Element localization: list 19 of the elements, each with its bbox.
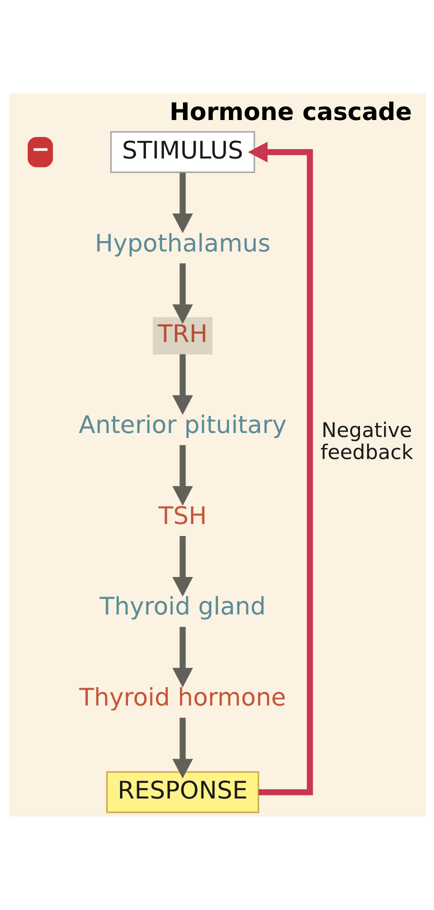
arrow	[247, 142, 312, 796]
arrow	[172, 354, 192, 415]
arrow	[172, 626, 192, 688]
diagram-title: Hormone cascade	[169, 98, 412, 126]
node-text: Thyroid hormone	[78, 684, 286, 712]
arrow	[172, 445, 192, 506]
node-box: RESPONSE	[106, 771, 259, 814]
node-text: Anterior pituitary	[78, 410, 286, 439]
node-text: TSH	[158, 502, 206, 530]
node-text: Hypothalamus	[94, 229, 270, 258]
arrow	[172, 263, 192, 324]
arrow	[172, 536, 192, 597]
node-box: TRH	[152, 317, 212, 355]
node-box: STIMULUS	[110, 131, 255, 174]
label: −	[30, 136, 50, 163]
arrow	[172, 718, 192, 778]
edge-label: Negative feedback	[320, 418, 413, 464]
node-text: Thyroid gland	[99, 592, 266, 621]
arrow	[172, 172, 192, 234]
